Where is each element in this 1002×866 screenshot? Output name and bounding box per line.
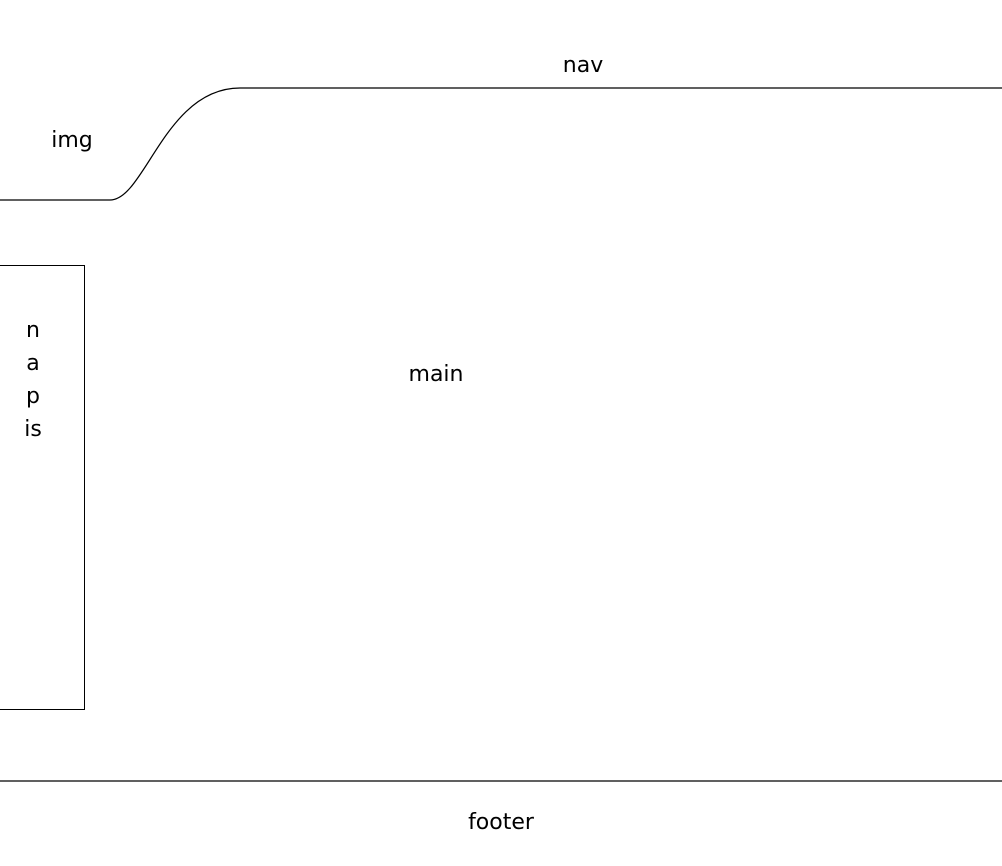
- nav-label: nav: [562, 53, 604, 78]
- sidebar-box: [0, 265, 85, 710]
- img-label: img: [51, 128, 93, 153]
- sidebar-label-text: napis: [24, 318, 42, 442]
- footer-label: footer: [468, 810, 534, 835]
- header-curve-line: [0, 87, 1002, 201]
- main-label: main: [408, 362, 464, 387]
